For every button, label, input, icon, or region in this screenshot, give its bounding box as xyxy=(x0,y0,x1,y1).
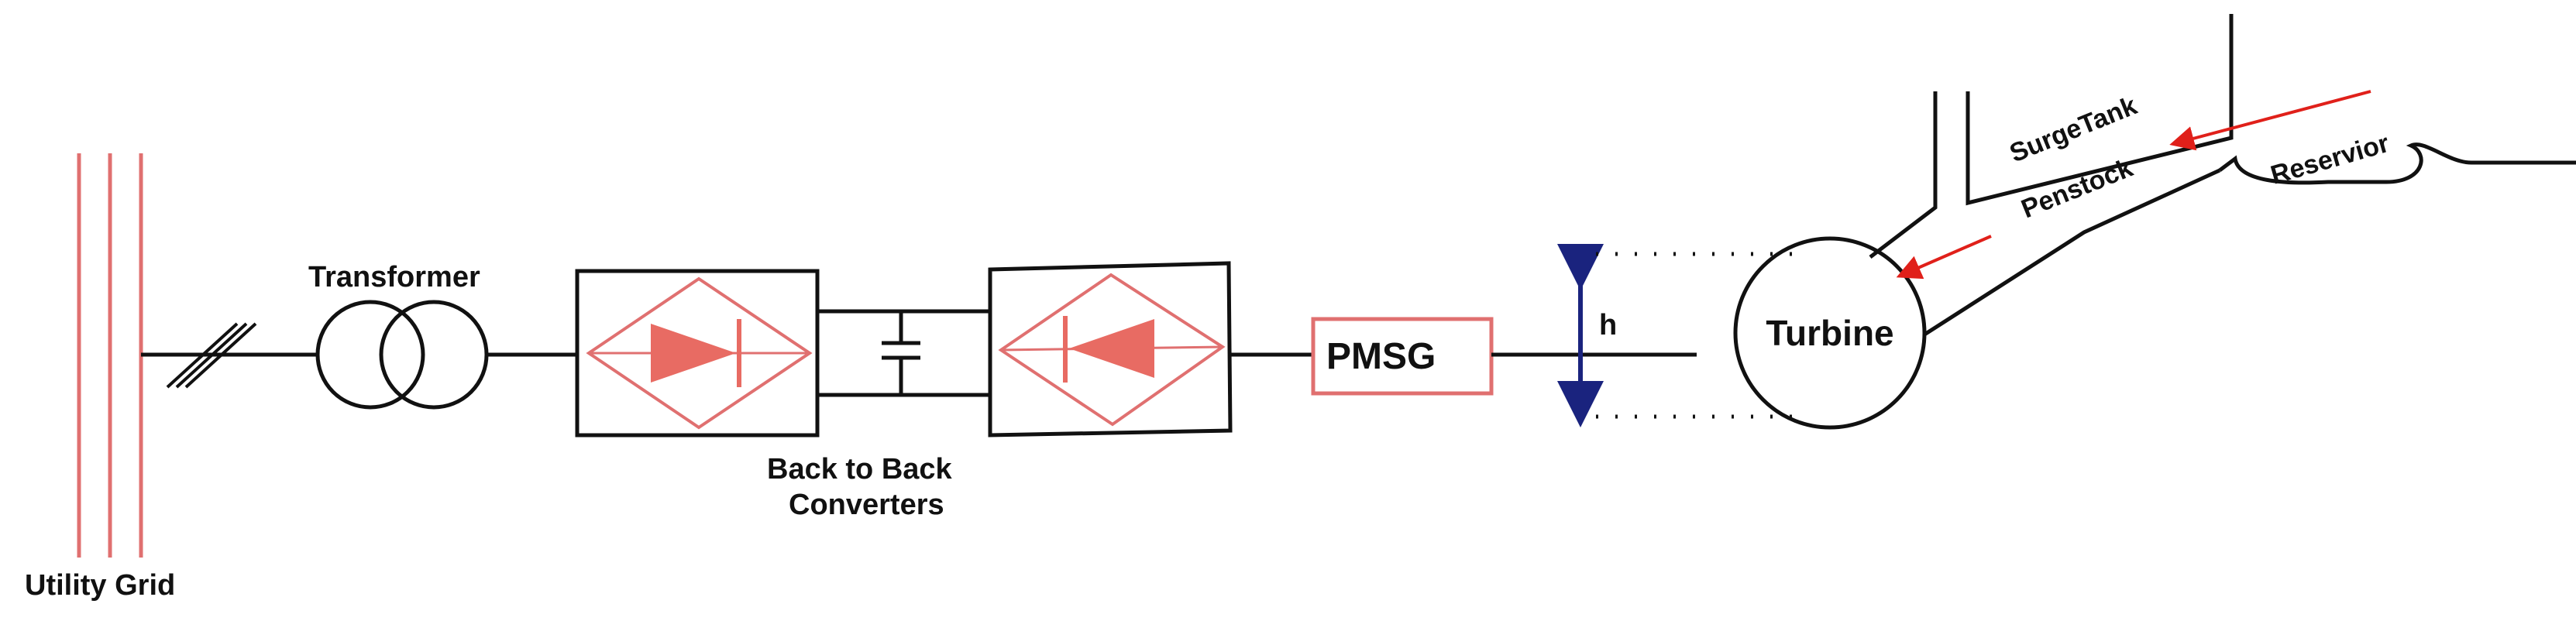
penstock-label: Penstock xyxy=(2017,153,2137,225)
head-label: h xyxy=(1599,309,1617,341)
utility-grid-bus xyxy=(77,153,143,558)
flow-arrow-icon xyxy=(1896,235,1992,280)
reservoir-outline xyxy=(2218,142,2576,185)
pmsg-label: PMSG xyxy=(1326,336,1436,377)
three-phase-bus-icon xyxy=(77,153,143,558)
turbine-label: Turbine xyxy=(1766,313,1893,353)
dc-link xyxy=(817,309,990,397)
converters-label-line1: Back to Back xyxy=(767,453,953,486)
transformer-label: Transformer xyxy=(308,261,480,293)
penstock-pipe xyxy=(1869,14,2234,337)
grid-feeder-line xyxy=(141,322,318,389)
flow-arrow-icon xyxy=(2169,90,2371,151)
inverter-icon xyxy=(988,261,1233,438)
utility-grid-label: Utility Grid xyxy=(25,569,175,602)
converters-label-line2: Converters xyxy=(789,489,944,521)
rectifier-icon xyxy=(575,269,820,438)
dc-link-capacitor-icon xyxy=(882,311,920,395)
transformer-icon xyxy=(315,300,489,410)
